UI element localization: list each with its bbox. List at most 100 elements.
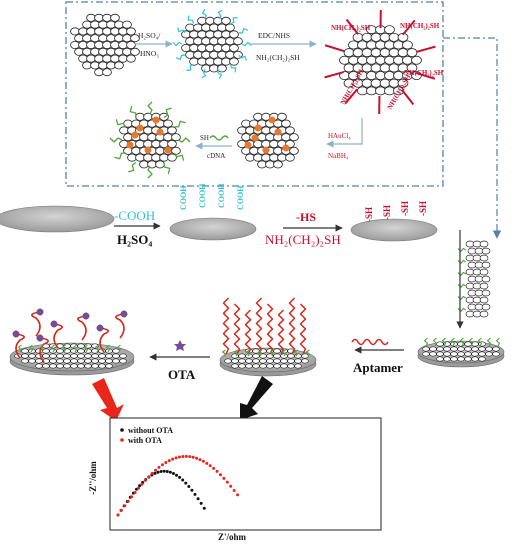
hs-label: -HS — [296, 210, 316, 224]
carboxyl-tail — [219, 10, 223, 18]
cdna-strand — [130, 106, 136, 117]
graphene-cell — [132, 147, 141, 154]
graphene-cell — [210, 51, 219, 58]
graphene-cell — [218, 24, 227, 31]
cooh-group: COOH — [236, 185, 245, 210]
graphene-cell — [99, 354, 106, 358]
graphene-cell — [493, 352, 500, 356]
curve-dot — [187, 485, 190, 488]
graphene-cell — [156, 161, 165, 168]
cdna-strand — [164, 163, 170, 174]
graphene-cell — [194, 24, 203, 31]
gold-nanoparticle — [137, 125, 144, 132]
graphene-cell — [75, 48, 84, 55]
graphene-cell — [380, 79, 390, 87]
graphene-cell — [83, 35, 92, 42]
graphene-cell — [389, 33, 399, 41]
graphene-cell — [288, 354, 295, 358]
graphene-cell — [85, 349, 92, 353]
graphene-cell — [168, 127, 177, 134]
graphene-cell — [353, 49, 363, 57]
graphene-cell — [472, 352, 479, 356]
graphene-cell — [398, 49, 408, 57]
graphene-cell — [376, 87, 386, 95]
curve-dot — [209, 464, 212, 467]
curve-dot — [222, 477, 225, 480]
graphene-cell — [29, 354, 36, 358]
graphene-cell — [290, 134, 299, 141]
graphene-cell — [482, 290, 490, 296]
graphene-cell — [218, 65, 227, 72]
graphene-cell — [451, 352, 458, 356]
graphene-cell — [85, 364, 92, 368]
graphene-cell — [148, 134, 157, 141]
graphene-cell — [437, 347, 444, 351]
carboxyl-tail — [188, 16, 193, 24]
graphene-cell — [111, 28, 120, 35]
cdna-strand-icon — [210, 136, 228, 140]
graphene-cell — [430, 352, 437, 356]
graphene-cell — [71, 41, 80, 48]
graphene-cell — [230, 31, 239, 38]
graphene-cell — [50, 359, 57, 363]
graphene-cell — [140, 161, 149, 168]
graphene-cell — [242, 120, 251, 127]
gold-nanoparticle — [157, 129, 164, 136]
graphene-cell — [120, 359, 127, 363]
graphene-cell — [358, 87, 368, 95]
graphene-cell — [480, 241, 488, 247]
curve-dot — [184, 482, 187, 485]
cdna-strand — [458, 309, 466, 312]
thiol-arm — [325, 45, 344, 51]
graphene-cell — [358, 56, 368, 64]
graphene-cell — [480, 255, 488, 261]
graphene-cell — [246, 154, 255, 161]
frame-connector-arrow — [443, 38, 497, 238]
graphene-cell — [144, 154, 153, 161]
graphene-cell — [278, 113, 287, 120]
graphene-cell — [115, 35, 124, 42]
gold-nanoparticle — [165, 147, 172, 154]
cdna-strand — [458, 261, 466, 264]
gold-nanoparticle — [255, 125, 262, 132]
graphene-cell — [226, 38, 235, 45]
graphene-cell — [115, 62, 124, 69]
graphene-cell — [486, 352, 493, 356]
graphene-cell — [78, 364, 85, 368]
graphene-cell — [99, 364, 106, 368]
curve-dot — [157, 466, 160, 469]
curve-dot — [164, 461, 167, 464]
graphene-cell — [210, 24, 219, 31]
graphene-cell — [472, 347, 479, 351]
graphene-cell — [482, 304, 490, 310]
graphene-cell — [87, 28, 96, 35]
curve-dot — [168, 459, 171, 462]
aptamer-loop — [78, 316, 86, 340]
graphene-cell — [91, 35, 100, 42]
graphene-cell — [239, 364, 246, 368]
carboxyl-tail — [173, 42, 182, 45]
curve-dot — [216, 470, 219, 473]
gold-nanoparticle — [245, 142, 252, 149]
curve-dot — [181, 479, 184, 482]
graphene-cell — [380, 33, 390, 41]
graphene-cell — [358, 41, 368, 49]
graphene-cell — [403, 41, 413, 49]
graphene-cell — [274, 354, 281, 358]
graphene-cell — [451, 347, 458, 351]
graphene-cell — [113, 349, 120, 353]
curve-dot — [203, 507, 206, 510]
curve-dot — [172, 472, 175, 475]
aptamer-loop — [32, 312, 40, 336]
graphene-cell — [99, 48, 108, 55]
graphene-cell — [107, 48, 116, 55]
graphene-cell — [79, 55, 88, 62]
graphene-cell — [376, 41, 386, 49]
graphene-cell — [234, 38, 243, 45]
gold-nanoparticle — [132, 132, 139, 139]
graphene-cell — [232, 364, 239, 368]
graphene-cell — [85, 354, 92, 358]
graphene-cell — [260, 359, 267, 363]
